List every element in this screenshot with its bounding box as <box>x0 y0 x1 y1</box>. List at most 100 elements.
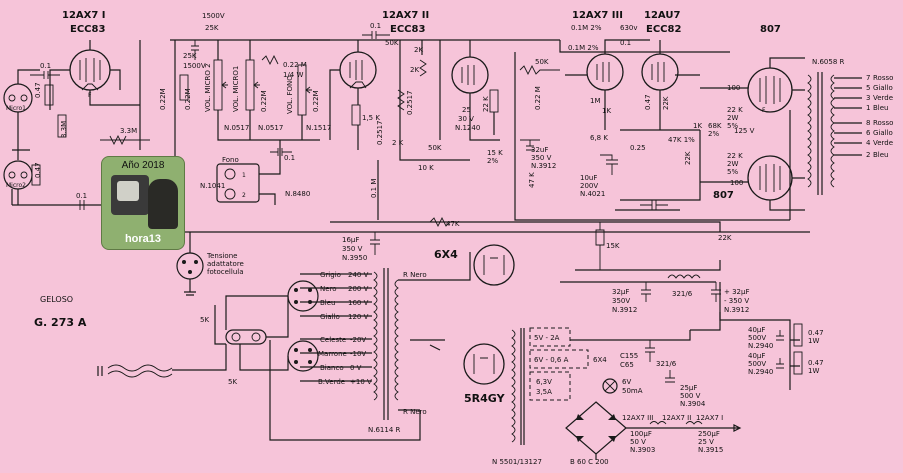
vol-micro2: VOL. MICRO 2 <box>204 63 212 112</box>
c1500b: 1500V <box>183 62 206 70</box>
mic1-jack[interactable]: Micro1 <box>3 83 33 113</box>
r047d: 0.47 <box>808 329 824 337</box>
r2k2: 2K <box>410 66 419 74</box>
c25v: 25 V <box>698 438 714 446</box>
n2940: N.2940 <box>748 342 773 350</box>
r10k: 10 K <box>418 164 434 172</box>
c65: C65 <box>620 361 634 369</box>
v240: 240 V <box>348 271 369 279</box>
r2p2: 2% <box>708 130 719 138</box>
tube-v3b <box>641 53 679 91</box>
r25k-b: 25K <box>183 52 197 60</box>
n3912c: N.3912 <box>724 306 749 314</box>
celeste: Celeste <box>320 336 346 344</box>
r50k3: 50K <box>535 58 549 66</box>
r47k2: 47K 1% <box>668 136 695 144</box>
tube-v3b-label: 12AU7 <box>644 10 680 21</box>
tap-color-4: Verde <box>873 139 893 147</box>
r1k2: 1K <box>693 122 702 130</box>
n3912: N.3912 <box>531 162 556 170</box>
c500v: 500 V <box>680 392 701 400</box>
n1240: N.1240 <box>455 124 480 132</box>
hv-bus <box>514 52 791 221</box>
tv-screen-image <box>117 181 139 201</box>
tap-color-1: Bleu <box>873 104 889 112</box>
c350b: 350 V <box>342 245 363 253</box>
r47k: 47 K <box>528 172 536 188</box>
c350: 350 V <box>531 154 552 162</box>
r22k4: 22 K <box>727 152 743 160</box>
r15k: 1,5 K <box>362 114 380 122</box>
fono-socket[interactable]: 1 2 <box>216 163 260 203</box>
b-plus-rail <box>170 39 810 233</box>
c40uf: 40µF <box>748 326 765 334</box>
photocell-socket[interactable] <box>176 252 204 280</box>
mic2-jack[interactable]: Micro2 <box>3 160 33 190</box>
screen-rail <box>575 260 721 271</box>
fil-a: 12AX7 III <box>622 414 653 422</box>
marrone: Marrone <box>318 350 347 358</box>
n3904: N.3904 <box>680 400 706 408</box>
c40uf2: 40µF <box>748 352 765 360</box>
c01d: 0.1 <box>370 22 381 30</box>
svg-text:1: 1 <box>242 172 246 179</box>
vol-fono: VOL. FONO <box>286 75 294 114</box>
r5k2: 5K <box>228 378 237 386</box>
c50v: 50 V <box>630 438 646 446</box>
r2w: 2W <box>727 114 738 122</box>
r01m2: 0.1M 2% <box>568 44 599 52</box>
c321b: 321/6 <box>656 360 677 368</box>
r1w2: 1W <box>808 367 819 375</box>
tap-color-2: Bleu <box>873 151 889 159</box>
svg-text:50mA: 50mA <box>622 387 643 395</box>
bianco: Bianco <box>320 364 344 372</box>
c1500: 1500V <box>202 12 225 20</box>
svg-text:6V: 6V <box>622 378 631 386</box>
c025: 0.25 <box>630 144 646 152</box>
r22k2: 22K <box>662 96 670 110</box>
tube-v2-euro: ECC83 <box>390 24 425 35</box>
rnero: R Nero <box>403 271 427 279</box>
rnero2: R Nero <box>403 408 427 416</box>
svg-text:Micro2: Micro2 <box>6 182 26 189</box>
tap-number-7: 7 <box>866 74 870 82</box>
n5501: N 5501/13127 <box>492 458 542 466</box>
tube-5r4gy-label: 5R4GY <box>464 392 506 405</box>
tube-807-upper: F <box>747 67 793 114</box>
pilot-lamp: 6V 50mA <box>602 378 643 395</box>
grigio: Grigio <box>320 271 341 279</box>
tube-v2 <box>339 51 377 89</box>
mains-plug[interactable] <box>97 364 173 378</box>
c32uf3: + 32µF <box>724 288 749 296</box>
r022m: 0.22M <box>159 88 167 110</box>
c32uf: 32uF <box>531 146 548 154</box>
voltage-selector[interactable] <box>287 280 319 312</box>
vm20: -20V <box>350 336 366 344</box>
w14: 1/4 W <box>283 71 303 79</box>
r15k3: 15K <box>606 242 620 250</box>
c500v2: 500V <box>748 334 766 342</box>
tensione: Tensione <box>206 252 237 260</box>
n3950: N.3950 <box>342 254 367 262</box>
vol-micro2-pot[interactable] <box>213 59 228 111</box>
r2p: 2% <box>487 157 498 165</box>
bverde: B.Verde <box>318 378 345 386</box>
n0517a: N.0517 <box>224 124 249 132</box>
n3912b: N.3912 <box>612 306 637 314</box>
fotocellula: fotocellula <box>207 268 244 276</box>
n3915: N.3915 <box>698 446 723 454</box>
vol-micro1-pot[interactable] <box>245 59 260 111</box>
r15k2: 15 K <box>487 149 503 157</box>
fono-label: Fono <box>222 156 239 164</box>
tap-color-5: Giallo <box>873 84 893 92</box>
tube-807-label: 807 <box>760 24 781 35</box>
tube-v3a <box>586 53 624 91</box>
tap-color-7: Rosso <box>873 74 893 82</box>
n1041: N.1041 <box>200 182 225 190</box>
tube-v1-label: 12AX7 I <box>62 10 106 21</box>
r22k5: 22K <box>684 151 692 165</box>
svg-text:Micro1: Micro1 <box>6 105 26 112</box>
fil-c: 12AX7 I <box>696 414 723 422</box>
tube-6x4 <box>473 244 515 286</box>
svg-text:6,3V: 6,3V <box>536 378 552 386</box>
